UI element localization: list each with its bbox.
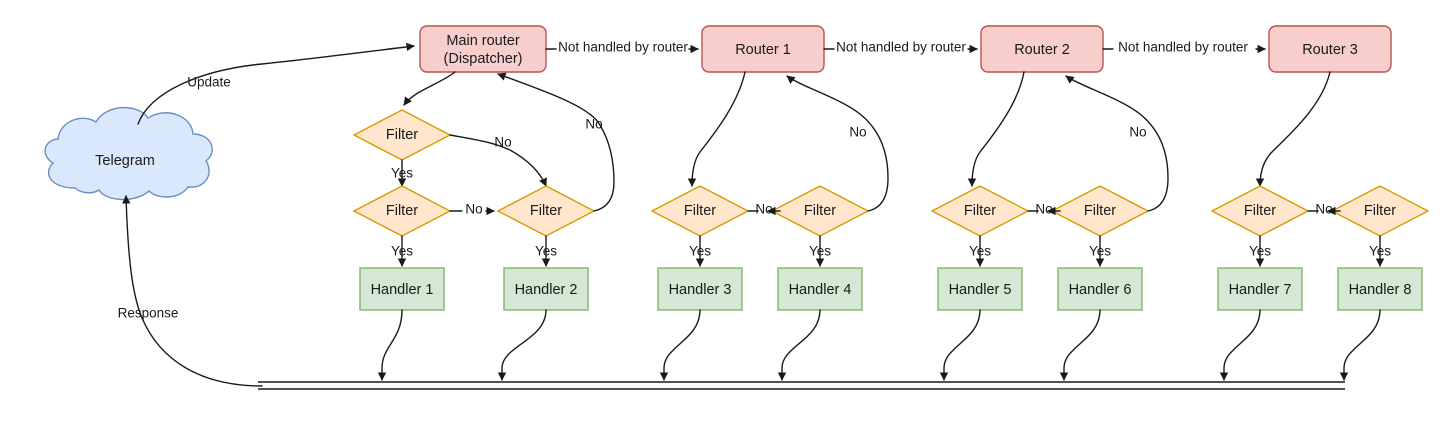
- edge-router2-to-filter5: [967, 71, 1025, 187]
- edge-label-yes-4: Yes: [809, 244, 831, 259]
- edge-label-no-a: No: [494, 135, 511, 150]
- handler-8-box[interactable]: [1337, 267, 1423, 311]
- filter-8[interactable]: Filter: [1330, 185, 1430, 237]
- filter-3-label: Filter: [684, 203, 716, 219]
- handler-3-box[interactable]: [657, 267, 743, 311]
- handler-4[interactable]: Handler 4: [777, 267, 863, 311]
- handler-7[interactable]: Handler 7: [1217, 267, 1303, 311]
- filter-1[interactable]: Filter: [352, 185, 452, 237]
- handler-2-box[interactable]: [503, 267, 589, 311]
- edge-filter6-no-to-router2: [1065, 75, 1169, 212]
- filter-7-label: Filter: [1244, 203, 1276, 219]
- filter-a[interactable]: Filter: [352, 109, 452, 161]
- edge-handler7-to-bus: [1219, 309, 1261, 381]
- cloud-icon: [44, 106, 213, 201]
- telegram-cloud-node: Telegram: [44, 106, 213, 201]
- handler-2-label: Handler 2: [515, 282, 578, 298]
- handler-6-label: Handler 6: [1069, 282, 1132, 298]
- edge-response: [122, 195, 263, 387]
- handler-1[interactable]: Handler 1: [359, 267, 445, 311]
- edge-handler2-to-bus: [497, 309, 547, 381]
- router-3-label: Router 3: [1302, 42, 1358, 58]
- handler-3[interactable]: Handler 3: [657, 267, 743, 311]
- filter-4-label: Filter: [804, 203, 836, 219]
- edge-handler6-to-bus: [1059, 309, 1101, 381]
- edge-filter-a-no: [449, 134, 547, 187]
- edge-label-yes-a: Yes: [391, 166, 413, 181]
- filter-8-label: Filter: [1364, 203, 1396, 219]
- filter-5[interactable]: Filter: [930, 185, 1030, 237]
- handler-1-label: Handler 1: [371, 282, 434, 298]
- handler-3-label: Handler 3: [669, 282, 732, 298]
- edge-label-not-handled-1: Not handled by router: [558, 40, 688, 55]
- handler-7-label: Handler 7: [1229, 282, 1292, 298]
- edge-handler4-to-bus: [777, 309, 821, 381]
- filter-2-label: Filter: [530, 203, 562, 219]
- router-1[interactable]: Router 1: [701, 25, 825, 73]
- handler-6-box[interactable]: [1057, 267, 1143, 311]
- handler-6[interactable]: Handler 6: [1057, 267, 1143, 311]
- filter-5-label: Filter: [964, 203, 996, 219]
- handler-8[interactable]: Handler 8: [1337, 267, 1423, 311]
- handler-2[interactable]: Handler 2: [503, 267, 589, 311]
- edge-label-yes-2: Yes: [535, 244, 557, 259]
- router-2-label: Router 2: [1014, 42, 1070, 58]
- edge-handler5-to-bus: [939, 309, 981, 381]
- edge-label-yes-6: Yes: [1089, 244, 1111, 259]
- edge-label-no-2: No: [585, 117, 602, 132]
- handler-4-label: Handler 4: [789, 282, 852, 298]
- edge-handler3-to-bus: [659, 309, 701, 381]
- edge-label-yes-8: Yes: [1369, 244, 1391, 259]
- handler-5[interactable]: Handler 5: [937, 267, 1023, 311]
- filter-6-label: Filter: [1084, 203, 1116, 219]
- handler-5-box[interactable]: [937, 267, 1023, 311]
- edge-label-no-3: No: [755, 202, 772, 217]
- router-main-label-line1: Main router: [446, 33, 520, 49]
- edge-label-yes-3: Yes: [689, 244, 711, 259]
- filter-7[interactable]: Filter: [1210, 185, 1310, 237]
- edge-label-no-7: No: [1315, 202, 1332, 217]
- edge-label-yes-5: Yes: [969, 244, 991, 259]
- filter-1-label: Filter: [386, 203, 418, 219]
- edge-handler1-to-bus: [377, 309, 403, 381]
- edge-label-no-5: No: [1035, 202, 1052, 217]
- handler-1-box[interactable]: [359, 267, 445, 311]
- filter-a-label: Filter: [386, 127, 418, 143]
- handler-7-box[interactable]: [1217, 267, 1303, 311]
- filter-2[interactable]: Filter: [496, 185, 596, 237]
- edge-label-no-1: No: [465, 202, 482, 217]
- handler-8-label: Handler 8: [1349, 282, 1412, 298]
- edge-handler8-to-bus: [1339, 309, 1381, 381]
- edge-router3-to-filter7: [1255, 71, 1331, 187]
- edge-label-not-handled-2: Not handled by router: [836, 40, 966, 55]
- edge-label-no-4: No: [849, 125, 866, 140]
- edge-label-response: Response: [118, 306, 179, 321]
- edge-label-no-6: No: [1129, 125, 1146, 140]
- router-main-label-line2: (Dispatcher): [444, 51, 523, 67]
- filter-6[interactable]: Filter: [1050, 185, 1150, 237]
- router-main-dispatcher[interactable]: Main router (Dispatcher): [419, 25, 547, 73]
- edge-filter4-no-to-router1: [786, 75, 889, 212]
- filter-4[interactable]: Filter: [770, 185, 870, 237]
- edge-label-yes-1: Yes: [391, 244, 413, 259]
- edge-filter2-no-to-main: [497, 72, 615, 212]
- edge-update: [137, 42, 415, 125]
- router-2[interactable]: Router 2: [980, 25, 1104, 73]
- edge-label-yes-7: Yes: [1249, 244, 1271, 259]
- edge-label-update: Update: [187, 75, 231, 90]
- handler-5-label: Handler 5: [949, 282, 1012, 298]
- edge-label-not-handled-3: Not handled by router: [1118, 40, 1248, 55]
- telegram-label: Telegram: [95, 153, 155, 169]
- edge-router1-to-filter3: [687, 71, 746, 187]
- router-3[interactable]: Router 3: [1268, 25, 1392, 73]
- handler-4-box[interactable]: [777, 267, 863, 311]
- router-1-label: Router 1: [735, 42, 791, 58]
- edge-main-to-filter-a: [403, 71, 456, 106]
- filter-3[interactable]: Filter: [650, 185, 750, 237]
